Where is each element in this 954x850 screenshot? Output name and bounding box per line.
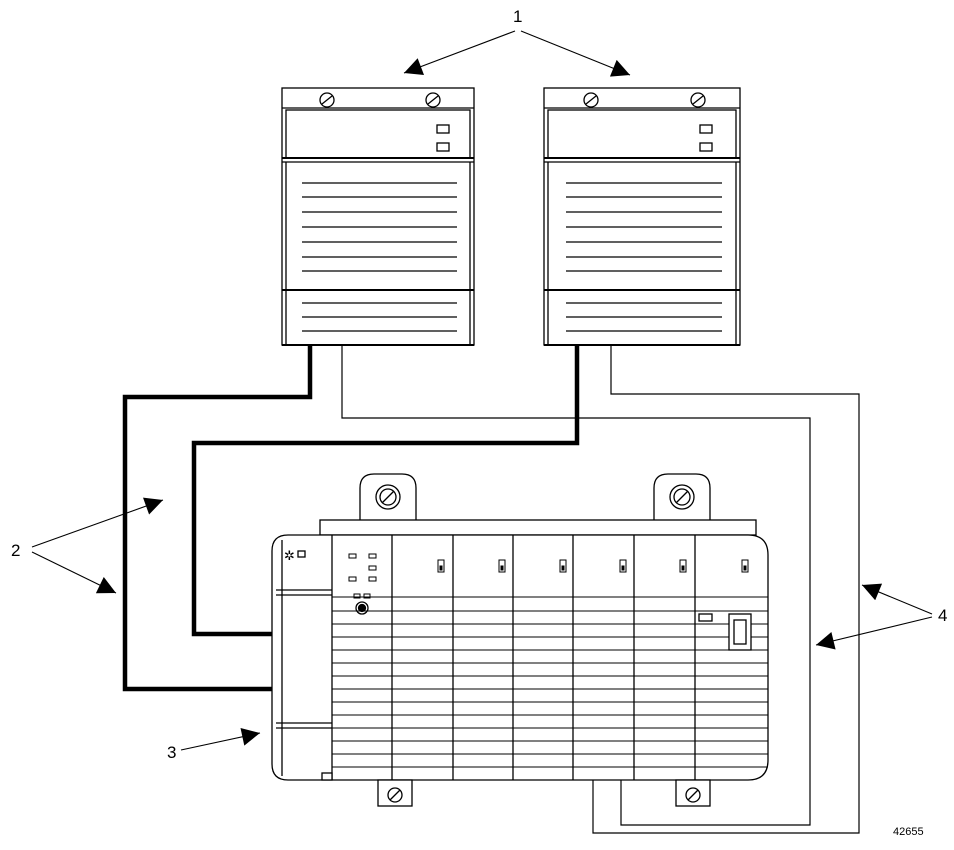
screw-icon [583, 92, 599, 108]
callout-2-label: 2 [11, 541, 20, 560]
indicator-icon [436, 124, 450, 134]
controller-chassis: ✲ [271, 473, 769, 807]
callout-3-label: 3 [167, 743, 176, 762]
module-left [281, 87, 475, 346]
module-status-leds [437, 559, 749, 573]
screw-icon [319, 92, 335, 108]
callout-4: 4 [815, 583, 947, 650]
figure-number: 42655 [893, 826, 924, 838]
indicator-icon [436, 142, 450, 152]
screw-icon [690, 92, 706, 108]
callout-2: 2 [11, 497, 164, 594]
indicator-icon [699, 142, 713, 152]
cable-thick-1 [122, 345, 313, 692]
callout-4-label: 4 [938, 606, 947, 625]
cpu-status-leds [348, 553, 377, 599]
callout-3: 3 [167, 727, 261, 762]
indicator-icon [699, 124, 713, 134]
serial-port-icon [355, 601, 369, 615]
module-right [543, 87, 741, 346]
cable-thin-2 [592, 345, 860, 834]
cable-thick-2 [191, 345, 580, 637]
callout-1-label: 1 [513, 7, 522, 26]
callout-1: 1 [403, 7, 631, 77]
cable-thin-1 [341, 345, 811, 826]
vent-lines [302, 182, 457, 332]
vent-lines [566, 182, 722, 332]
screw-icon [425, 92, 441, 108]
power-icon: ✲ [284, 549, 295, 564]
